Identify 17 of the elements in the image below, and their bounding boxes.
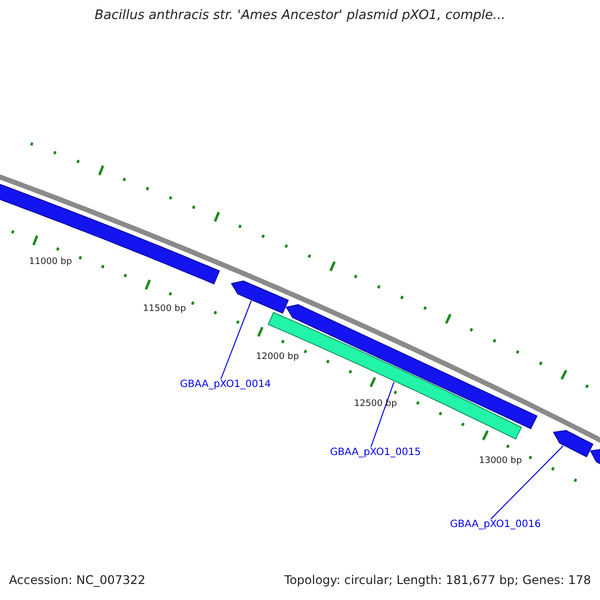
leader-line (220, 300, 252, 380)
scale-label: 11500 bp (143, 305, 186, 315)
gene-arrow-shape (230, 280, 289, 314)
scale-label: 11000 bp (29, 258, 72, 268)
gene-arrow-shape (286, 304, 538, 430)
summary-text: Topology: circular; Length: 181,677 bp; Genes: 178 (284, 574, 591, 588)
scale-label: 12000 bp (256, 353, 299, 363)
scale-label: 12500 bp (354, 400, 397, 410)
gene-label: GBAA_pXO1_0015 (330, 447, 421, 458)
scale-label: 13000 bp (479, 457, 522, 467)
accession-text: Accession: NC_007322 (9, 574, 146, 588)
gene-label: GBAA_pXO1_0014 (180, 379, 271, 390)
leader-line (490, 445, 564, 520)
leader-line (370, 381, 394, 448)
gene-arrow-shape (552, 430, 594, 458)
title-text: Bacillus anthracis str. 'Ames Ancestor' plasmid pXO1, comple... (94, 9, 506, 24)
gene-label: GBAA_pXO1_0016 (450, 519, 541, 530)
